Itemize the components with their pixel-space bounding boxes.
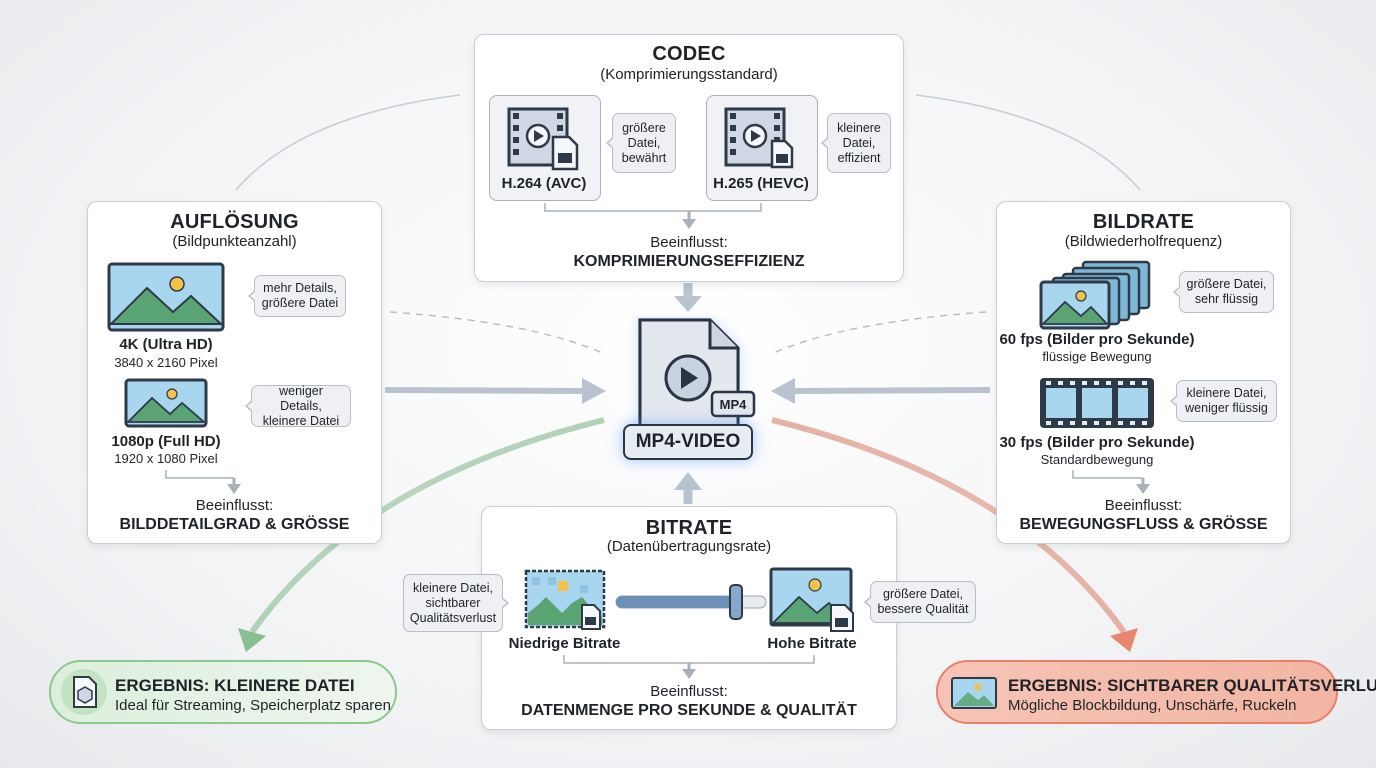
framerate-influence-label: Beeinflusst: <box>1104 497 1183 514</box>
dash-left <box>389 311 601 353</box>
arrow-codec <box>674 283 702 312</box>
result-left-text: Ideal für Streaming, Speicherplatz spare… <box>115 697 391 714</box>
landscape-monitor-icon <box>107 262 225 332</box>
bitrate-influence-label: Beeinflusst: <box>650 683 728 700</box>
fps60-detail: flüssige Bewegung <box>1042 349 1152 364</box>
result-left-title: ERGEBNIS: KLEINERE DATEI <box>115 676 355 695</box>
res-1080p-note: weniger Details, kleinere Datei <box>245 384 351 428</box>
curve-to-left-result <box>249 417 605 634</box>
fps30-label: 30 fps (Bilder pro Sekunde) <box>999 434 1195 451</box>
bitrate-slider-fill <box>616 596 736 608</box>
blurred-image-icon <box>951 677 997 709</box>
codec-title: CODEC <box>652 43 726 65</box>
framerate-bracket <box>1072 470 1150 494</box>
file-cube-icon <box>61 669 107 715</box>
dash-right <box>775 311 987 353</box>
resolution-bracket <box>165 470 241 494</box>
framerate-title: BILDRATE <box>1092 211 1195 233</box>
landscape-monitor-icon <box>124 378 208 428</box>
pixelated-image-icon <box>524 569 606 630</box>
result-smaller-file: ERGEBNIS: KLEINERE DATEI Ideal für Strea… <box>49 660 397 724</box>
resolution-title: AUFLÖSUNG <box>170 211 299 233</box>
codec-h264-note: größere Datei, bewährt <box>606 113 676 173</box>
codec-h265-card <box>706 95 818 201</box>
fps60-label: 60 fps (Bilder pro Sekunde) <box>999 331 1195 348</box>
arrow-framerate <box>771 378 991 404</box>
mp4-file-icon: MP4 <box>638 318 756 444</box>
bitrate-panel: BITRATE (Datenübertragungsrate) Niedrige… <box>403 506 976 730</box>
codec-h265-label: H.265 (HEVC) <box>713 175 809 192</box>
framerate-influence-value: BEWEGUNGSFLUSS & GRÖSSE <box>1019 516 1268 533</box>
codec-h265-note: kleinere Datei, effizient <box>821 113 891 173</box>
filmstrip-icon <box>1040 378 1154 428</box>
low-bitrate-note: kleinere Datei, sichtbarer Qualitätsverl… <box>403 574 509 632</box>
bitrate-subtitle: (Datenübertragungsrate) <box>606 538 772 555</box>
fps60-note: größere Datei, sehr flüssig <box>1173 271 1274 313</box>
bitrate-title: BITRATE <box>645 517 733 539</box>
result-right-text: Mögliche Blockbildung, Unschärfe, Ruckel… <box>1008 697 1297 714</box>
res-1080p-detail: 1920 x 1080 Pixel <box>114 451 218 466</box>
result-right-title: ERGEBNIS: SICHTBARER QUALITÄTSVERLUST <box>1008 676 1376 695</box>
res-1080p-label: 1080p (Full HD) <box>111 433 221 450</box>
codec-bracket <box>544 203 762 229</box>
resolution-subtitle: (Bildpunkteanzahl) <box>172 233 297 250</box>
bitrate-slider[interactable] <box>612 583 772 623</box>
res-4k-label: 4K (Ultra HD) <box>119 336 213 353</box>
arc-top-right <box>915 94 1141 191</box>
bitrate-slider-thumb <box>729 584 743 620</box>
codec-influence-value: KOMPRIMIERUNGSEFFIZIENZ <box>573 253 805 270</box>
codec-subtitle: (Komprimierungsstandard) <box>600 66 778 83</box>
arrow-resolution <box>384 378 606 404</box>
low-bitrate-label: Niedrige Bitrate <box>508 635 621 652</box>
high-bitrate-note: größere Datei, bessere Qualität <box>864 581 976 623</box>
framerate-subtitle: (Bildwiederholfrequenz) <box>1064 233 1223 250</box>
bitrate-influence-value: DATENMENGE PRO SEKUNDE & QUALITÄT <box>521 702 857 719</box>
bitrate-bracket <box>563 655 815 679</box>
film-file-icon <box>724 107 794 169</box>
codec-h264-label: H.264 (AVC) <box>501 175 587 192</box>
arc-top-left <box>235 94 461 191</box>
mp4-video-label: MP4-VIDEO <box>623 424 753 460</box>
hq-image-icon <box>769 567 854 632</box>
codec-influence-label: Beeinflusst: <box>650 234 728 251</box>
result-quality-loss: ERGEBNIS: SICHTBARER QUALITÄTSVERLUST Mö… <box>936 660 1376 724</box>
arrow-bitrate <box>674 472 702 504</box>
framerate-panel: BILDRATE (Bildwiederholfrequenz) 60 fps … <box>996 201 1291 544</box>
high-bitrate-label: Hohe Bitrate <box>767 635 857 652</box>
resolution-influence-label: Beeinflusst: <box>195 497 274 514</box>
film-file-icon <box>507 107 579 171</box>
resolution-influence-value: BILDDETAILGRAD & GRÖSSE <box>119 516 350 533</box>
codec-panel: CODEC (Komprimierungsstandard) H.264 (AV… <box>474 34 904 282</box>
curve-to-right-result <box>771 417 1127 634</box>
res-4k-detail: 3840 x 2160 Pixel <box>114 355 218 370</box>
res-4k-note: mehr Details, größere Datei <box>248 275 346 317</box>
fps30-detail: Standardbewegung <box>1040 452 1154 467</box>
codec-h264-card <box>489 95 601 201</box>
mp4-file-tag: MP4 <box>720 397 748 412</box>
stacked-frames-icon <box>1039 260 1151 330</box>
fps30-note: kleinere Datei, weniger flüssig <box>1170 380 1277 422</box>
resolution-panel: AUFLÖSUNG (Bildpunkteanzahl) 4K (Ultra H… <box>87 201 382 544</box>
